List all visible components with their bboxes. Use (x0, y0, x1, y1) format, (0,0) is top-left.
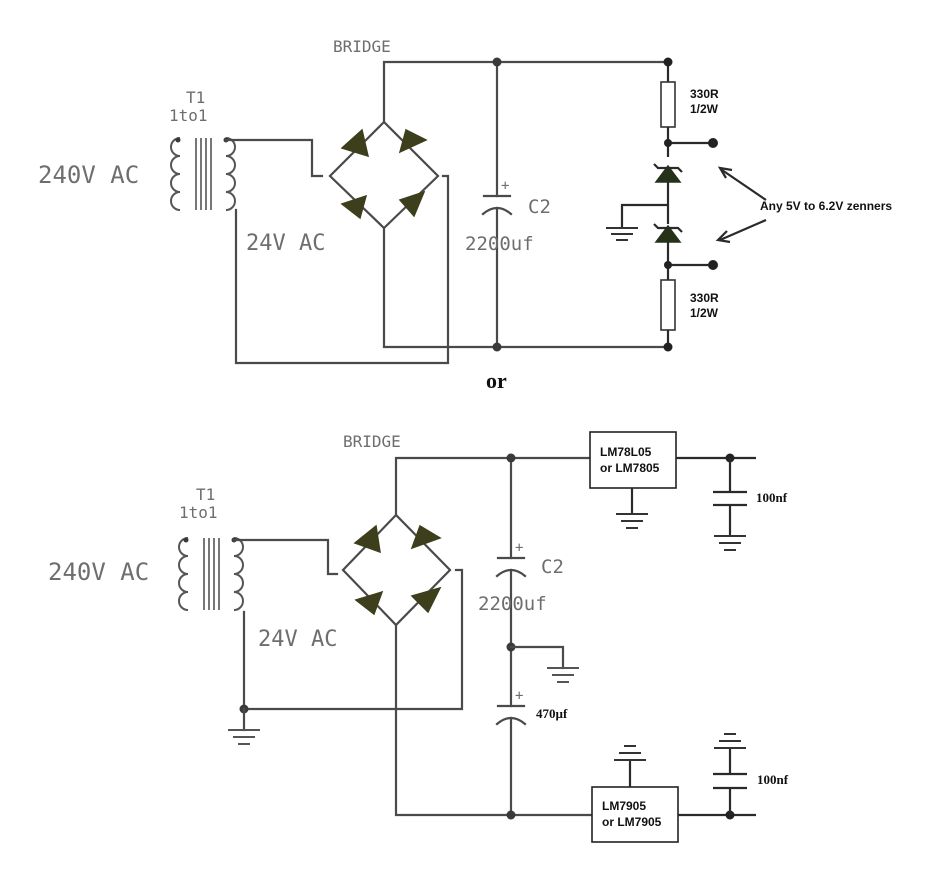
positive-regulator-ground (616, 513, 648, 529)
bottom-transformer-label: T1 (196, 485, 215, 504)
bottom-primary-coil (178, 537, 189, 611)
bottom-decoupling-value: 100nf (757, 772, 789, 787)
bottom-capacitor-c2-label: C2 (541, 556, 564, 578)
negative-regulator-line1: LM7905 (602, 799, 646, 813)
top-resistor-2 (660, 279, 676, 331)
top-primary-coil (170, 137, 181, 211)
bottom-decoupling-capacitor (713, 748, 747, 815)
top-secondary-coil (225, 137, 236, 211)
top-zener-arrows (715, 166, 767, 244)
negative-regulator-line2: or LM7905 (602, 815, 662, 829)
top-ground-symbol (606, 227, 638, 241)
positive-regulator-line1: LM78L05 (600, 445, 652, 459)
top-resistor-1-value: 330R (690, 87, 719, 101)
negative-regulator (591, 786, 679, 843)
bottom-transformer-ground (228, 729, 260, 745)
bottom-input-voltage: 240V AC (48, 558, 149, 586)
top-resistor-1-power: 1/2W (690, 102, 719, 116)
bottom-capacitor-c2-value: 2200uf (478, 593, 547, 615)
top-input-voltage: 240V AC (38, 161, 139, 189)
top-capacitor-value: 2200uf (465, 233, 534, 255)
top-decoupling-value: 100nf (756, 490, 788, 505)
top-bridge-diode-3 (340, 194, 368, 220)
top-decoupling-ground (714, 535, 746, 551)
bottom-capacitor-470: + (495, 688, 527, 817)
bottom-capacitor-c2: + (495, 456, 527, 708)
top-transformer (170, 137, 236, 211)
bottom-bridge-diode-2 (410, 524, 442, 550)
top-decoupling-capacitor (713, 458, 747, 536)
top-transformer-label: T1 (186, 88, 205, 107)
top-bridge-label: BRIDGE (333, 37, 391, 56)
positive-regulator-line2: or LM7805 (600, 461, 660, 475)
svg-text:+: + (515, 688, 523, 704)
svg-text:+: + (515, 540, 523, 556)
or-separator: or (486, 368, 507, 393)
bottom-bridge-label: BRIDGE (343, 432, 401, 451)
bottom-decoupling-ground (714, 733, 746, 749)
bottom-secondary-voltage: 24V AC (258, 627, 337, 652)
top-circuit: + (38, 37, 892, 365)
bottom-bridge-diode-3 (354, 590, 384, 616)
top-bridge-diode-2 (398, 128, 428, 154)
svg-text:+: + (501, 178, 509, 194)
top-resistor-2-power: 1/2W (690, 306, 719, 320)
top-transformer-ratio: 1to1 (169, 106, 208, 125)
bottom-transformer-ratio: 1to1 (179, 503, 218, 522)
bottom-bridge-rectifier (341, 513, 452, 627)
top-capacitor-c2: + (481, 60, 513, 349)
bottom-bridge-diode-4 (410, 586, 442, 614)
bottom-bridge-diode-1 (353, 524, 381, 554)
top-secondary-voltage: 24V AC (246, 231, 325, 256)
bottom-mid-ground (547, 667, 579, 683)
bottom-transformer (178, 537, 244, 611)
bottom-secondary-coil (233, 537, 244, 611)
top-bridge-diode-4 (398, 190, 426, 218)
top-resistor-1 (660, 81, 676, 128)
top-resistor-2-value: 330R (690, 291, 719, 305)
positive-regulator (589, 431, 677, 489)
negative-regulator-ground (614, 745, 646, 761)
bottom-circuit: + + (48, 431, 789, 843)
top-capacitor-label: C2 (528, 196, 551, 218)
bottom-capacitor-470-value: 470µf (536, 706, 568, 721)
top-zener-note: Any 5V to 6.2V zenners (760, 199, 892, 213)
top-bridge-diode-1 (340, 128, 370, 158)
top-bridge-rectifier (328, 120, 440, 230)
